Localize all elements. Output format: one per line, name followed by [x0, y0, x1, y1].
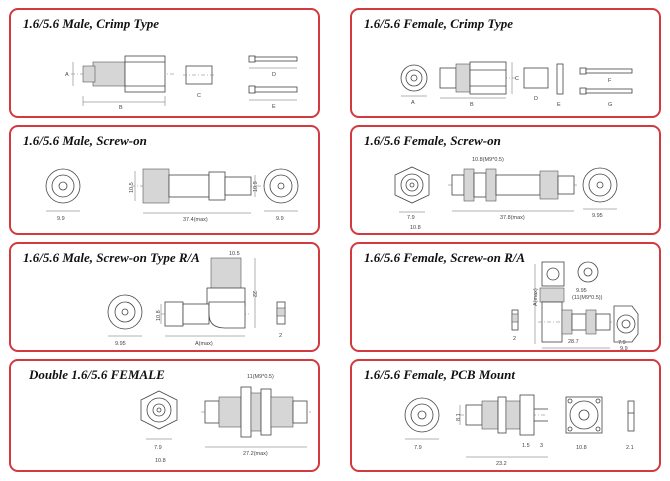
male-ra-drawing: 9.95 10.5 10.8 22 A(max) 2: [107, 251, 286, 347]
dim-dia: 10.8: [156, 310, 162, 321]
dim-dia-left: 10.5: [129, 182, 135, 193]
double-female-drawing: 7.9 10.8 11(M9*0.5) 27.2(max): [140, 374, 311, 464]
panel-title: 1.6/5.6 Female, Crimp Type: [364, 16, 513, 31]
dim-b: B: [470, 102, 474, 108]
dim-c: C: [515, 76, 519, 82]
dim-thread: (11(M9*0.5)): [572, 295, 603, 301]
dim-length: 37.4(max): [183, 217, 208, 223]
panel-title: 1.6/5.6 Female, PCB Mount: [364, 367, 515, 382]
panel-title: 1.6/5.6 Female, Screw-on: [364, 133, 501, 148]
dim-side: 2: [513, 336, 516, 342]
dim-pin-a: 1.5: [522, 443, 530, 449]
dim-e: E: [272, 104, 276, 110]
dim-height: A(max): [533, 288, 539, 306]
panel-title: 1.6/5.6 Male, Crimp Type: [23, 16, 160, 31]
dim-left-width: 9.9: [57, 216, 65, 222]
dim-side: 2.1: [626, 445, 634, 451]
panel-male-crimp: 1.6/5.6 Male, Crimp Type B A C D E: [9, 8, 320, 118]
panel-male-screw: 1.6/5.6 Male, Screw-on 9.9 10.5 10.9 37.…: [9, 125, 320, 235]
female-crimp-drawing: A B C D E F G: [400, 61, 633, 108]
dim-right-width: 7.9: [618, 340, 626, 346]
dim-right-width: 9.9: [276, 216, 284, 222]
dim-right-width: 9.95: [592, 213, 603, 219]
pin-e: E: [248, 85, 298, 110]
knurled-nut: [142, 168, 170, 204]
female-ra-drawing: 9.95 (11(M9*0.5)) A(max) 28.7 2 7.9 9.9: [511, 261, 639, 352]
dim-hex: 10.8: [155, 458, 166, 464]
male-screw-drawing: 9.9 10.5 10.9 37.4(max) 9.9: [45, 168, 299, 223]
dim-b: B: [119, 105, 123, 111]
dim-a: A: [65, 72, 69, 78]
dim-length: 23.2: [496, 461, 507, 467]
dim-d: D: [534, 96, 538, 102]
dim-thread: 10.8(M9*0.5): [472, 157, 504, 163]
dim-length: 27.2(max): [243, 451, 268, 457]
dim-length: 28.7: [568, 339, 579, 345]
dim-hex: 10.8: [410, 225, 421, 231]
dim-hex: 10.8: [576, 445, 587, 451]
panel-title: 1.6/5.6 Female, Screw-on R/A: [364, 250, 526, 265]
knurled-nut: [210, 257, 242, 291]
dim-thread: 11(M9*0.5): [247, 374, 274, 380]
dim-left-width: 9.95: [115, 341, 126, 347]
panel-title: 1.6/5.6 Male, Screw-on: [23, 133, 147, 148]
top-view: [541, 261, 565, 287]
dim-side: 2: [279, 333, 282, 339]
panel-male-ra: 1.6/5.6 Male, Screw-on Type R/A 9.95 10.…: [9, 242, 320, 352]
panel-female-pcb: 1.6/5.6 Female, PCB Mount 7.9 8.1 23.2 1…: [350, 359, 661, 472]
crimp-body: [124, 55, 166, 93]
dim-top: 10.5: [229, 251, 240, 257]
dim-width: 7.9: [414, 445, 422, 451]
dim-e: E: [557, 102, 561, 108]
pin-g: G: [579, 87, 633, 108]
dim-g: G: [608, 102, 612, 108]
panel-title: 1.6/5.6 Male, Screw-on Type R/A: [23, 250, 200, 265]
panel-female-crimp: 1.6/5.6 Female, Crimp Type A B C D E F G: [350, 8, 661, 118]
dim-hex: 9.9: [620, 346, 628, 352]
dim-length: A(max): [195, 341, 213, 347]
dim-height: 22: [251, 291, 257, 297]
dim-pin-b: 3: [540, 443, 543, 449]
dim-left-width: 7.9: [407, 215, 415, 221]
crimp-body: [469, 61, 507, 95]
female-pcb-drawing: 7.9 8.1 23.2 1.5 3 10.8 2.1: [404, 394, 635, 467]
panel-female-screw: 1.6/5.6 Female, Screw-on 7.9 10.8 10.8(M…: [350, 125, 661, 235]
panel-female-ra: 1.6/5.6 Female, Screw-on R/A 9.95 (11(M9…: [350, 242, 661, 352]
dim-d: D: [272, 72, 276, 78]
dim-dia-right: 10.9: [253, 181, 259, 192]
pin-f: F: [579, 67, 633, 84]
dim-f: F: [608, 78, 612, 84]
female-screw-drawing: 7.9 10.8 10.8(M9*0.5) 37.8(max) 9.95: [394, 157, 618, 231]
knurled-sleeve: [92, 61, 126, 87]
pin-d: D: [248, 55, 298, 78]
panel-title: Double 1.6/5.6 FEMALE: [29, 367, 165, 382]
dim-a: A: [411, 100, 415, 106]
male-crimp-drawing: B A C D E: [65, 55, 298, 111]
dim-top: 9.95: [576, 288, 587, 294]
dim-dia: 8.1: [456, 413, 462, 421]
dim-width: 7.9: [154, 445, 162, 451]
panel-double-female: Double 1.6/5.6 FEMALE 7.9 10.8 11(M9*0.5…: [9, 359, 320, 472]
dim-c: C: [197, 93, 201, 99]
dim-length: 37.8(max): [500, 215, 525, 221]
